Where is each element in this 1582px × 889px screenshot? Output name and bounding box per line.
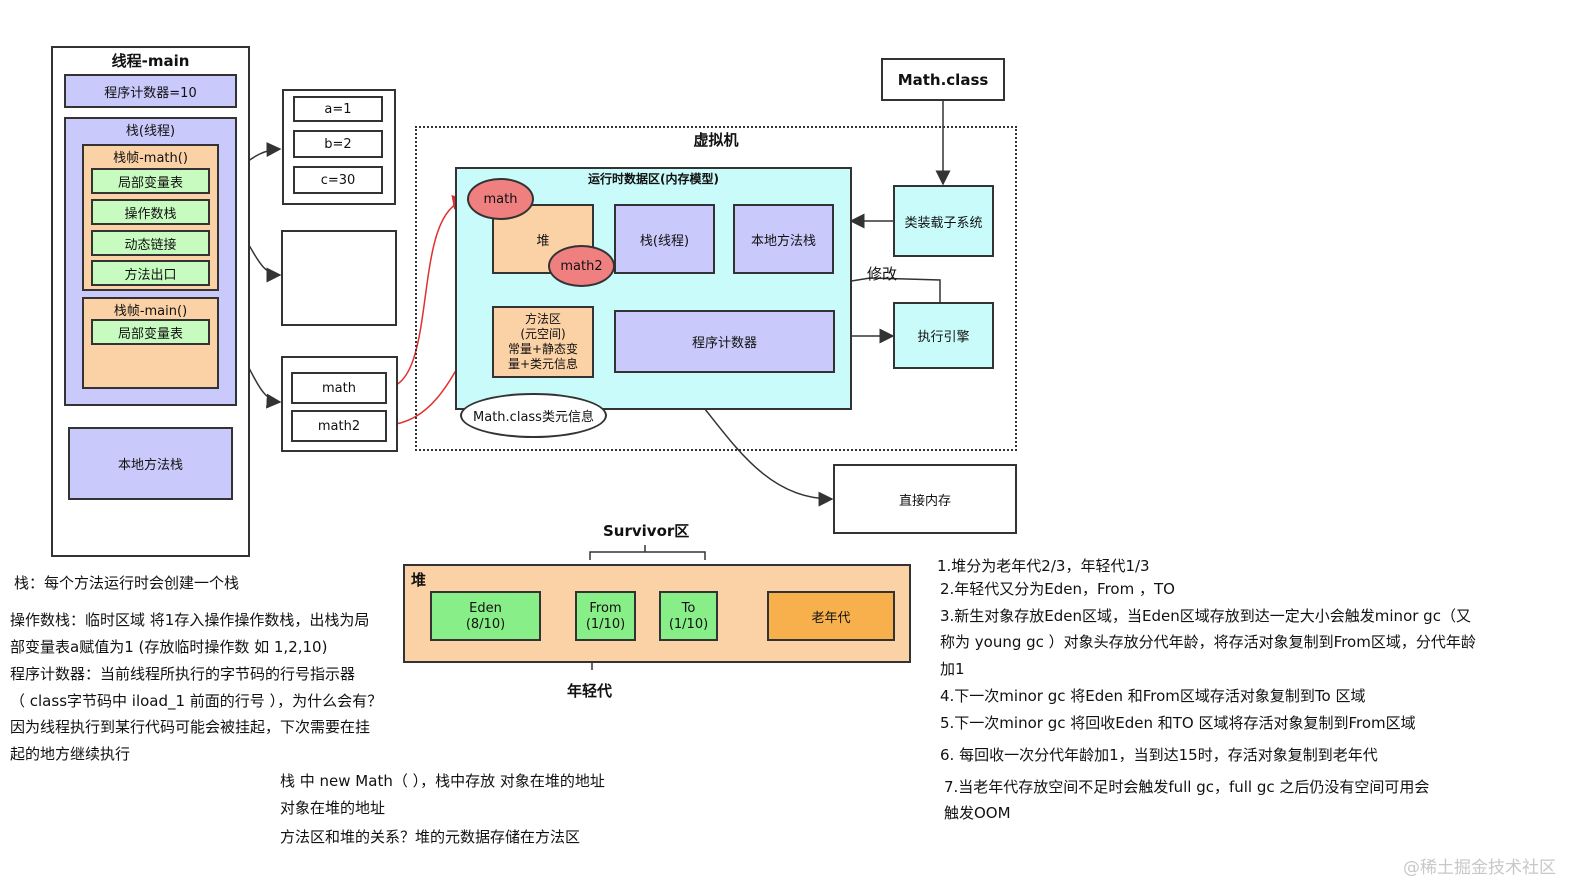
eden-label: Eden <box>469 601 502 616</box>
jvm-boundary: 虚拟机 <box>415 126 1017 451</box>
note-left-6: 起的地方继续执行 <box>10 745 131 763</box>
note-left-4: （ class字节码中 iload_1 前面的行号 ），为什么会有？ <box>10 692 383 710</box>
arrow-ref-math <box>387 195 468 389</box>
heap-gen-title: 堆 <box>411 571 427 589</box>
frame-main-title: 栈帧-main() <box>113 304 188 319</box>
young-gen-label: 年轻代 <box>567 682 613 700</box>
note-right-8: 7.当老年代存放空间不足时会触发full gc，full gc 之后仍没有空间可… <box>944 778 1430 796</box>
frame-main-locals: 局部变量表 <box>91 319 210 345</box>
exec-engine: 执行引擎 <box>893 302 994 369</box>
survivor-label: Survivor区 <box>603 522 690 540</box>
note-left-2: 部变量表a赋值为1 (存放临时操作数 如 1,2,10) <box>10 638 328 656</box>
runtime-area-title: 运行时数据区(内存模型) <box>588 172 719 186</box>
operand-panel <box>281 230 397 326</box>
jvm-native-stack: 本地方法栈 <box>733 204 834 274</box>
eden-ratio: (8/10) <box>465 617 506 632</box>
method-area: 方法区 (元空间) 常量+静态变 量+类元信息 <box>492 306 594 378</box>
note-mid-0: 栈 中 new Math（ ），栈中存放 对象在堆的地址 <box>280 772 605 790</box>
old-gen-box: 老年代 <box>767 591 895 641</box>
note-left-5: 因为线程执行到某行代码可能会被挂起，下次需要在挂 <box>10 718 371 736</box>
local-a: a=1 <box>293 96 383 122</box>
jvm-stack: 栈(线程) <box>614 204 715 274</box>
frame-math-dynamic-link: 动态链接 <box>91 230 210 256</box>
local-b: b=2 <box>293 130 383 158</box>
from-box: From (1/10) <box>575 591 636 641</box>
modify-label: 修改 <box>867 265 898 283</box>
note-right-3: 称为 young gc ）对象头存放分代年龄，将存活对象复制到From区域，分代… <box>940 633 1476 651</box>
to-ratio: (1/10) <box>668 617 709 632</box>
note-left-1: 操作数栈：临时区域 将1存入操作操作数栈，出栈为局 <box>10 611 370 629</box>
class-loader: 类装载子系统 <box>893 185 994 257</box>
note-right-2: 3.新生对象存放Eden区域，当Eden区域存放到达一定大小会触发minor g… <box>940 607 1471 625</box>
note-right-4: 加1 <box>940 660 965 678</box>
method-area-line-4: 量+类元信息 <box>507 357 579 371</box>
direct-memory: 直接内存 <box>833 464 1017 534</box>
eden-box: Eden (8/10) <box>430 591 541 641</box>
class-meta-ellipse: Math.class类元信息 <box>460 393 607 438</box>
thread-pc: 程序计数器=10 <box>64 74 237 108</box>
watermark: @稀土掘金技术社区 <box>1403 858 1556 878</box>
to-label: To <box>681 601 696 616</box>
note-right-0: 1.堆分为老年代2/3，年轻代1/3 <box>937 557 1150 575</box>
note-right-7: 6. 每回收一次分代年龄加1，当到达15时，存活对象复制到老年代 <box>940 746 1378 764</box>
ref-math2: math2 <box>291 410 387 442</box>
ref-math: math <box>291 372 387 404</box>
to-box: To (1/10) <box>659 591 718 641</box>
heap-math2-object: math2 <box>548 245 615 287</box>
thread-title: 线程-main <box>111 52 190 70</box>
method-area-line-2: (元空间) <box>520 327 566 341</box>
note-left-0: 栈：每个方法运行时会创建一个栈 <box>14 574 240 592</box>
note-left-3: 程序计数器：当前线程所执行的字节码的行号指示器 <box>10 665 356 683</box>
note-right-9: 触发OOM <box>944 804 1011 822</box>
jvm-pc: 程序计数器 <box>614 310 835 373</box>
local-c: c=30 <box>293 166 383 194</box>
method-area-line-1: 方法区 <box>524 312 561 326</box>
from-ratio: (1/10) <box>585 617 626 632</box>
frame-math-exit: 方法出口 <box>91 260 210 286</box>
thread-stack-title: 栈(线程) <box>125 124 176 139</box>
heap-math-object: math <box>467 178 534 220</box>
frame-math-title: 栈帧-math() <box>113 151 188 166</box>
frame-math-locals: 局部变量表 <box>91 168 210 194</box>
note-right-1: 2.年轻代又分为Eden，From ，TO <box>940 580 1175 598</box>
note-mid-2: 方法区和堆的关系？堆的元数据存储在方法区 <box>280 828 581 846</box>
jvm-title: 虚拟机 <box>693 131 739 149</box>
math-class-file: Math.class <box>881 58 1005 101</box>
frame-math-operand-stack: 操作数栈 <box>91 199 210 225</box>
note-mid-1: 对象在堆的地址 <box>280 799 386 817</box>
brace-survivor <box>589 545 706 560</box>
thread-native-stack: 本地方法栈 <box>68 427 233 500</box>
note-right-5: 4.下一次minor gc 将Eden 和From区域存活对象复制到To 区域 <box>940 687 1366 705</box>
from-label: From <box>589 601 622 616</box>
method-area-line-3: 常量+静态变 <box>507 342 579 356</box>
note-right-6: 5.下一次minor gc 将回收Eden 和TO 区域将存活对象复制到From… <box>940 714 1416 732</box>
